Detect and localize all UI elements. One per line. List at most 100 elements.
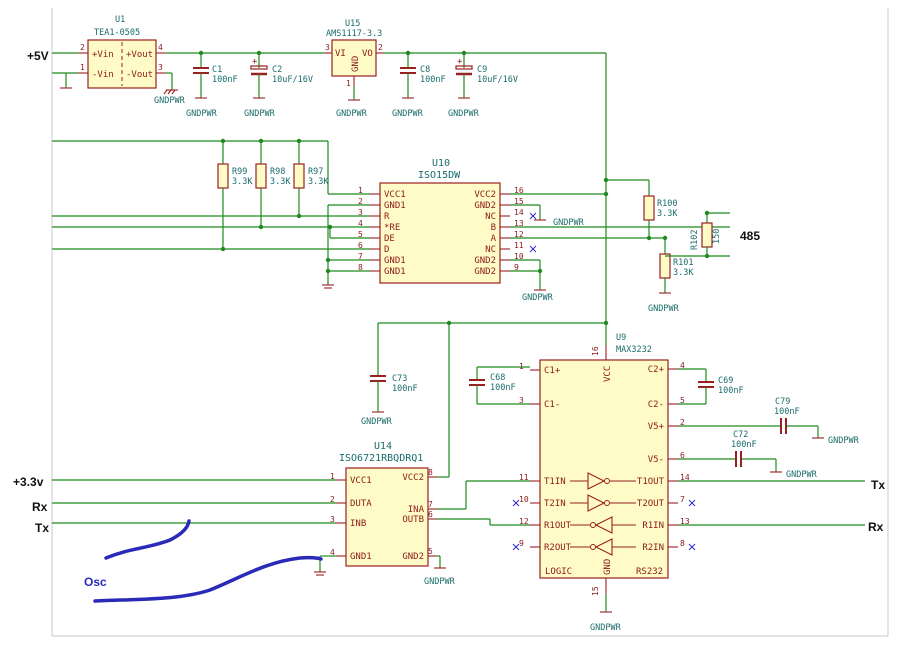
u9-pin-num: 4	[680, 361, 685, 370]
no-connect-marker	[688, 499, 696, 507]
gndpwr-label: GNDPWR	[392, 109, 424, 119]
c8-ref: C8	[420, 65, 430, 75]
capacitor-c72: C72 100nF GNDPWR	[678, 430, 818, 480]
u9-pin-label: T2OUT	[637, 499, 665, 509]
u9-pin-label: C2-	[648, 400, 664, 410]
u9-pin-num: 12	[519, 517, 529, 526]
u14-pin-label: INB	[350, 519, 366, 529]
capacitor-c8: C8 100nF GNDPWR	[392, 50, 446, 119]
c79-ref: C79	[775, 397, 790, 407]
u9-pin-label: R2OUT	[544, 543, 572, 553]
r98-value: 3.3K	[270, 177, 291, 187]
gndpwr-label: GNDPWR	[424, 577, 456, 587]
net-label-tx-left: Tx	[35, 521, 49, 535]
u10-iso15-transceiver: U10 ISO15DW	[379, 158, 501, 284]
c73-value: 100nF	[392, 384, 418, 394]
u14-pin-num: 2	[330, 495, 335, 504]
u9-max3232: U9 MAX3232 VCC 16 GND 15 LOGIC RS232	[539, 333, 669, 596]
gndpwr-label: GNDPWR	[522, 293, 554, 303]
u9-pin-num: 7	[680, 495, 685, 504]
u10-pin-num: 5	[358, 230, 363, 239]
u1-pin-num: 2	[80, 43, 85, 52]
u10-pin-label: GND1	[384, 201, 406, 211]
u1-dcdc-converter: U1 TEA1-0505 +Vin -Vin +Vout -Vout 2 1 4…	[78, 15, 166, 89]
u10-pin-label: DE	[384, 234, 395, 244]
r102-value: 150	[712, 229, 722, 244]
c72-value: 100nF	[731, 440, 757, 450]
u9-pin-label: V5-	[648, 455, 664, 465]
u9-pin-num: 14	[680, 473, 690, 482]
c1-value: 100nF	[212, 75, 238, 85]
u9-gnd-num: 15	[591, 586, 600, 596]
u9-pin-label: T1OUT	[637, 477, 665, 487]
gndpwr-label: GNDPWR	[590, 623, 622, 633]
capacitor-c73: C73 100nF GNDPWR	[361, 374, 418, 427]
u9-ref: U9	[616, 333, 626, 343]
u14-iso6721-isolator: U14 ISO6721RBQDRQ1	[339, 441, 429, 567]
c79-value: 100nF	[774, 407, 800, 417]
osc-annotation-label: Osc	[84, 575, 107, 589]
u9-pin-label: R1OUT	[544, 521, 572, 531]
osc-annotation-stroke	[104, 519, 191, 560]
u10-pin-num: 11	[514, 241, 524, 250]
u9-pin-label: V5+	[648, 422, 665, 432]
junction-dot	[662, 235, 668, 241]
u15-pin-label: VO	[362, 49, 373, 59]
gndpwr-label: GNDPWR	[828, 436, 860, 446]
u10-pin-num: 8	[358, 263, 363, 272]
u9-vcc-num: 16	[591, 346, 600, 356]
c72-ref: C72	[733, 430, 748, 440]
c9-value: 10uF/16V	[477, 75, 518, 85]
c68-value: 100nF	[490, 383, 516, 393]
u14-pin-num: 3	[330, 515, 335, 524]
u9-pin-label: R2IN	[642, 543, 664, 553]
r102-ref: R102	[690, 230, 700, 250]
u9-pin-label: C2+	[648, 365, 665, 375]
u1-pin-num: 1	[80, 63, 85, 72]
u9-pin-num: 5	[680, 396, 685, 405]
c69-value: 100nF	[718, 386, 744, 396]
u14-pin-num: 5	[428, 547, 433, 556]
resistor-r98: R98 3.3K	[255, 138, 291, 230]
u1-pin-num: 4	[158, 43, 163, 52]
gndpwr-label: GNDPWR	[361, 417, 393, 427]
c68-ref: C68	[490, 373, 505, 383]
junction-dot	[325, 268, 331, 274]
junction-dot	[325, 257, 331, 263]
u15-ref: U15	[345, 19, 360, 29]
u10-pin-num: 13	[514, 219, 524, 228]
u14-pin-label: DUTA	[350, 499, 372, 509]
no-connect-marker	[529, 212, 537, 220]
u15-pin-num: 3	[325, 43, 330, 52]
u14-pin-num: 1	[330, 472, 335, 481]
u10-pin-num: 6	[358, 241, 363, 250]
u9-pin-num: 6	[680, 451, 685, 460]
u1-pin-label: +Vin	[92, 50, 114, 60]
u10-pin-num: 3	[358, 208, 363, 217]
u14-pin-num: 4	[330, 548, 335, 557]
u10-pin-label: GND2	[474, 267, 496, 277]
u9-vcc-label: VCC	[603, 366, 613, 382]
gndpwr-label: GNDPWR	[336, 109, 368, 119]
u10-pin-label: GND2	[474, 256, 496, 266]
u10-pin-label: NC	[485, 245, 496, 255]
u10-pin-num: 7	[358, 252, 363, 261]
u15-pin-label: GND	[351, 56, 361, 72]
u10-pin-num: 2	[358, 197, 363, 206]
gndpwr-symbol: GNDPWR	[522, 289, 554, 303]
c1-ref: C1	[212, 65, 222, 75]
r97-value: 3.3K	[308, 177, 329, 187]
u9-logic-label: LOGIC	[545, 567, 572, 577]
u14-pin-label: VCC1	[350, 476, 372, 486]
u15-value: AMS1117-3.3	[326, 29, 382, 39]
u10-pin-num: 16	[514, 186, 524, 195]
u9-pin-num: 3	[519, 396, 524, 405]
u1-pin-num: 3	[158, 63, 163, 72]
c73-ref: C73	[392, 374, 407, 384]
u9-pin-num: 8	[680, 539, 685, 548]
u9-pin-label: C1+	[544, 366, 561, 376]
net-label-tx-right: Tx	[871, 478, 885, 492]
r100-ref: R100	[657, 199, 677, 209]
